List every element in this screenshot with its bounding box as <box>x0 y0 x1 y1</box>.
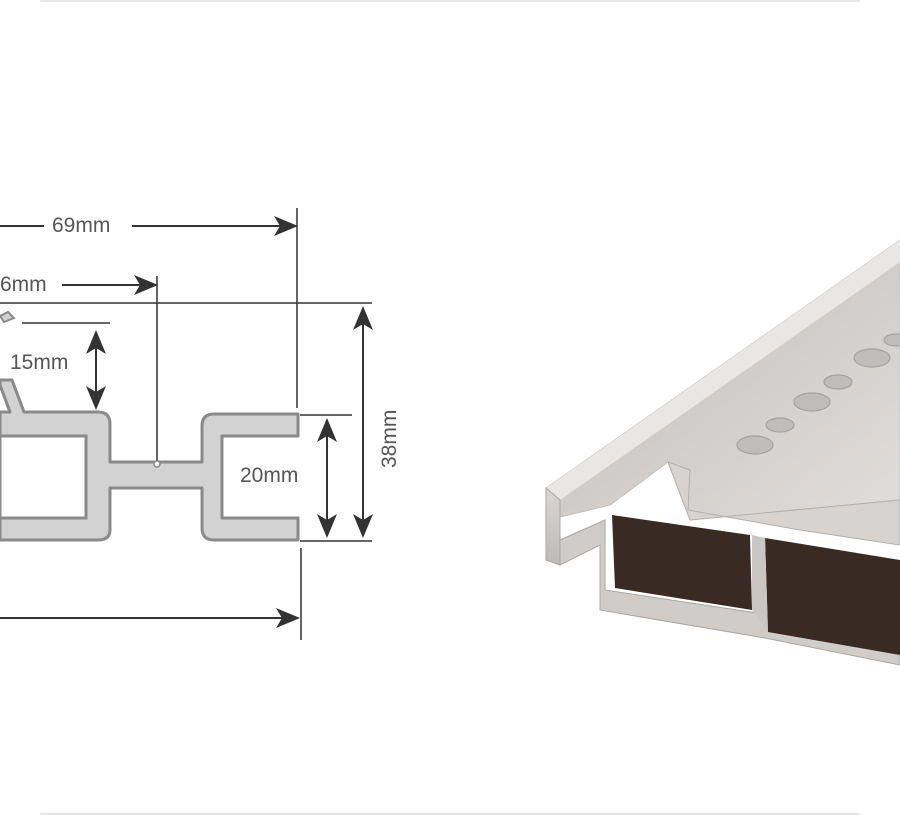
profile-lip <box>0 310 16 324</box>
track-left-lip <box>545 486 561 566</box>
dim-label-20mm: 20mm <box>240 464 298 487</box>
keyhole-slots <box>736 333 900 455</box>
bottom-border <box>40 813 860 815</box>
dim-label-15mm: 15mm <box>10 351 68 374</box>
dim-label-38mm: 38mm <box>378 410 401 468</box>
cross-section-drawing: 69mm 6mm 15mm 20mm 38mm <box>0 208 401 640</box>
aluminum-track-render <box>545 239 900 666</box>
track-center-ridge <box>667 461 900 546</box>
track-cavity-right <box>765 538 900 655</box>
track-rail-highlight <box>546 240 900 500</box>
track-cavity-left <box>612 515 752 610</box>
top-border <box>40 0 860 2</box>
dim-label-partial: 6mm <box>0 273 47 296</box>
center-groove <box>153 460 161 468</box>
track-divider-web <box>752 535 768 632</box>
dim-label-69mm: 69mm <box>52 214 110 237</box>
profile-cavity <box>0 434 88 520</box>
